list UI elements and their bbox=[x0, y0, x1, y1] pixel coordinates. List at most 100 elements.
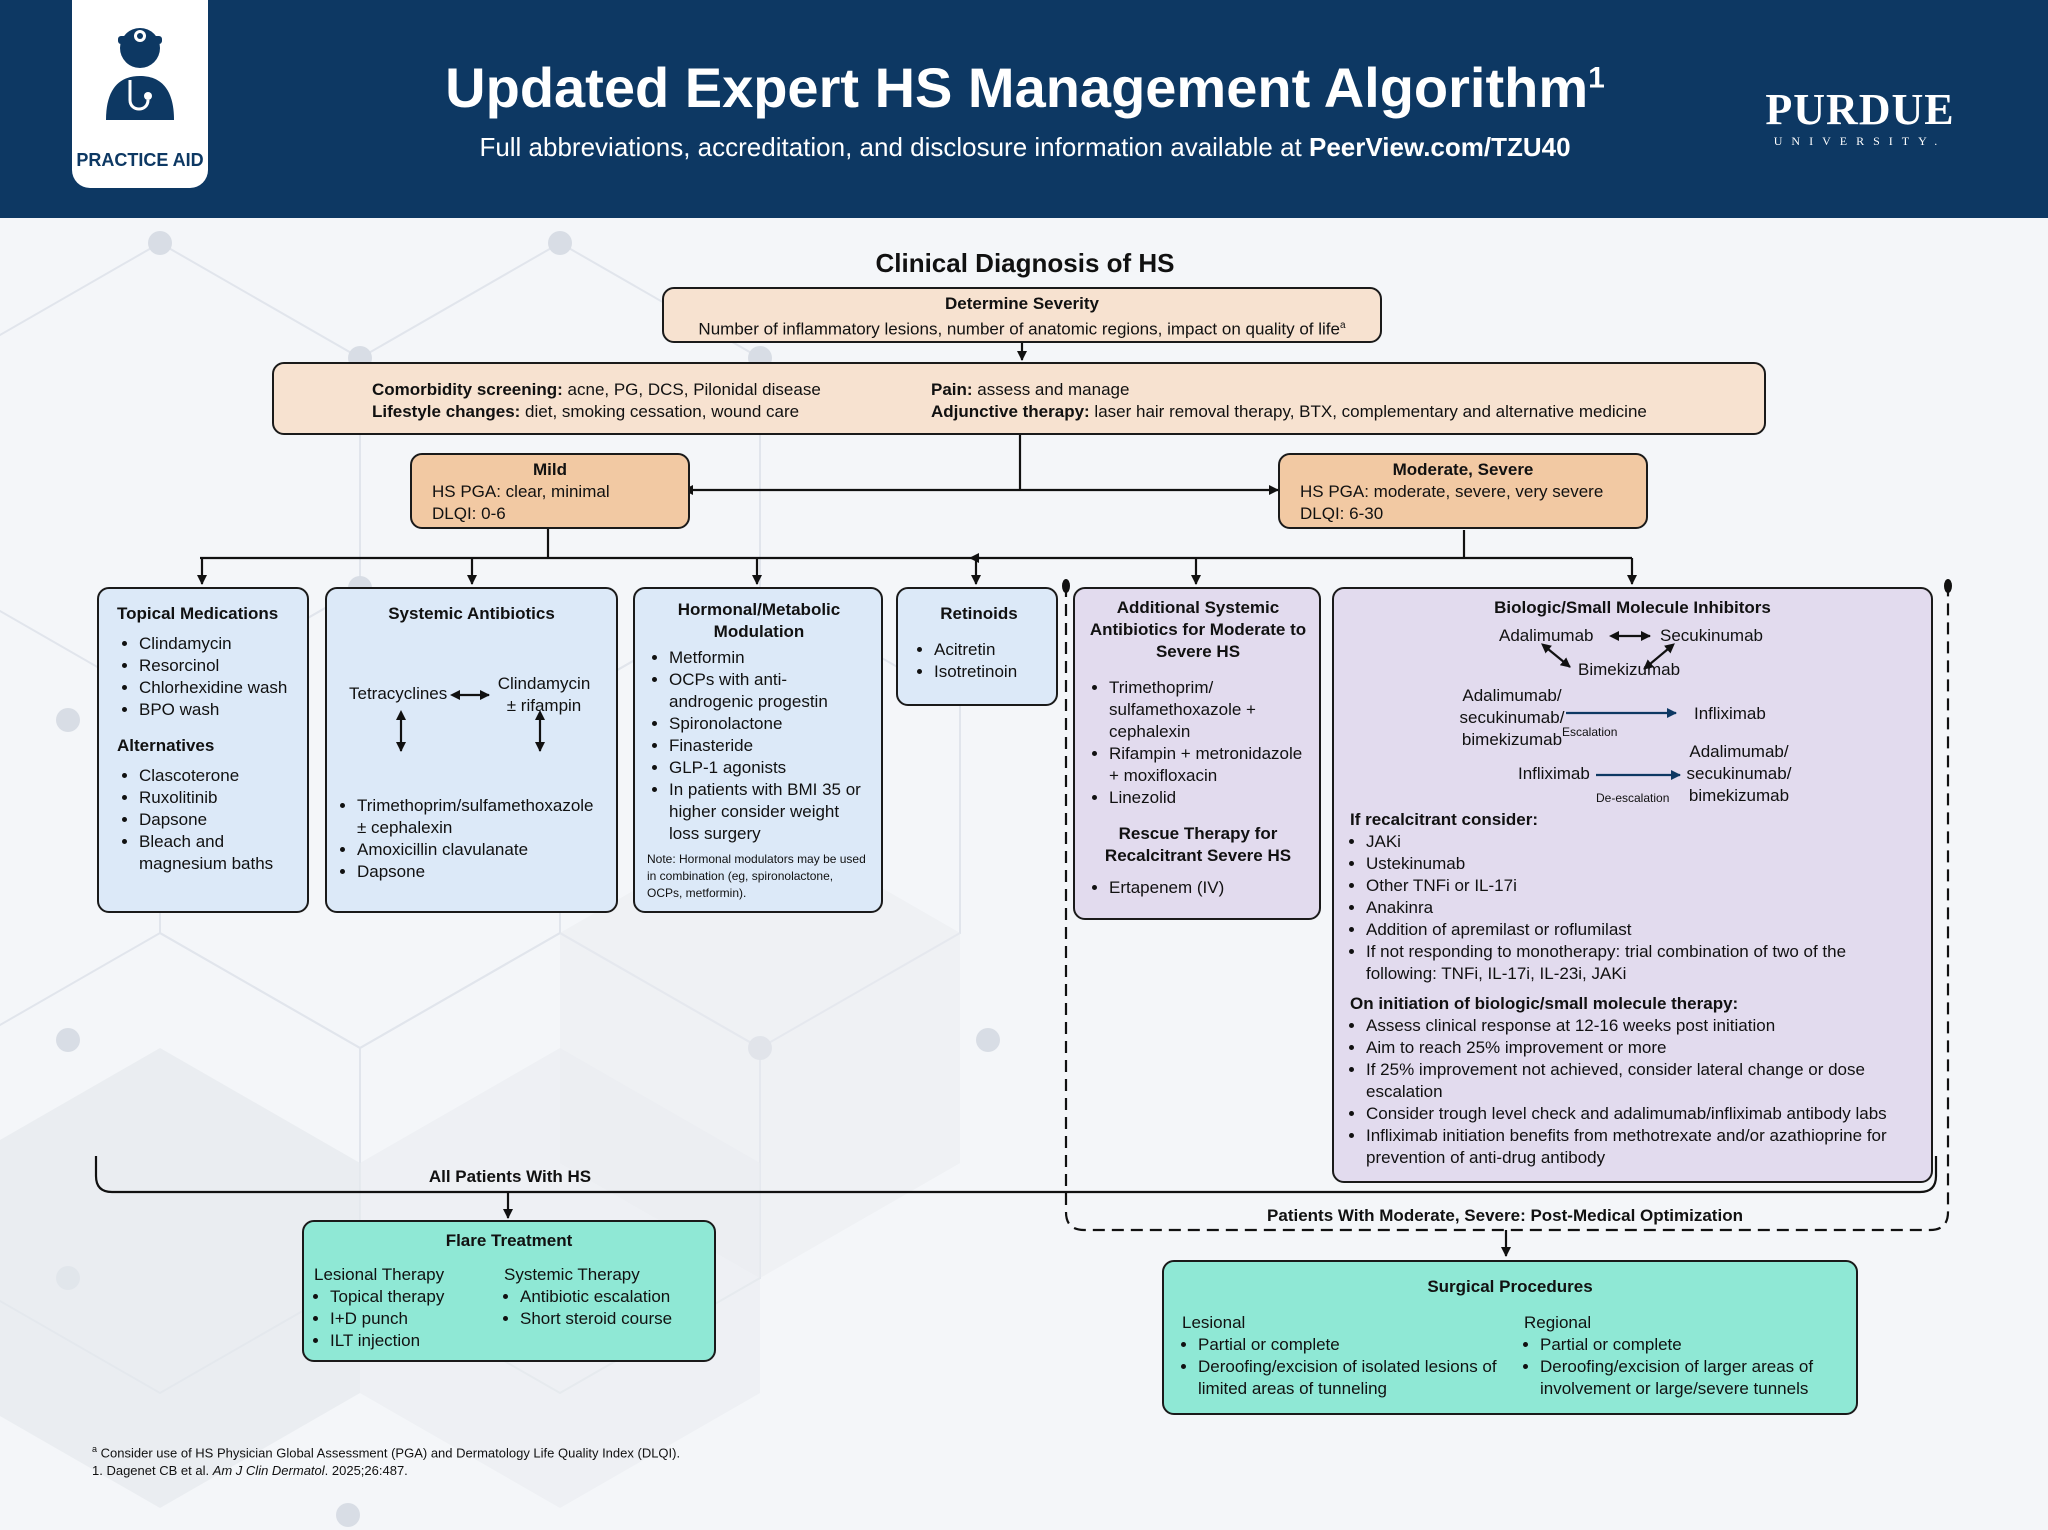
adjunctive-line: Adjunctive therapy: laser hair removal t… bbox=[931, 402, 1647, 421]
list-item: Resorcinol bbox=[139, 655, 299, 677]
surgical-regional: Regional Partial or complete Deroofing/e… bbox=[1524, 1312, 1844, 1400]
deescalation-label: De-escalation bbox=[1596, 791, 1670, 805]
post-medical-label: Patients With Moderate, Severe: Post-Med… bbox=[1220, 1206, 1790, 1226]
recalcitrant-list: JAKi Ustekinumab Other TNFi or IL-17i An… bbox=[1350, 831, 1920, 985]
modsev-title: Moderate, Severe bbox=[1392, 460, 1534, 479]
list-item: Other TNFi or IL-17i bbox=[1366, 875, 1920, 897]
biologic-inhibitors-box: Biologic/Small Molecule Inhibitors Adali… bbox=[1332, 587, 1933, 1183]
topical-list: Clindamycin Resorcinol Chlorhexidine was… bbox=[117, 633, 299, 721]
list-item: Clascoterone bbox=[139, 765, 299, 787]
flare-title: Flare Treatment bbox=[445, 1231, 573, 1250]
list-item: Spironolactone bbox=[669, 713, 871, 735]
title-reference: 1 bbox=[1588, 61, 1605, 95]
peerview-link[interactable]: PeerView.com/TZU40 bbox=[1309, 132, 1571, 162]
practice-aid-badge: PRACTICE AID bbox=[72, 0, 208, 188]
page-title: Updated Expert HS Management Algorithm1 bbox=[300, 55, 1750, 120]
list-item: Isotretinoin bbox=[934, 661, 1046, 683]
systemic-antibiotics-box: Systemic Antibiotics Tetracyclines Clind… bbox=[325, 587, 618, 913]
severity-text: Number of inflammatory lesions, number o… bbox=[698, 319, 1346, 339]
surgical-lesional-list: Partial or complete Deroofing/excision o… bbox=[1182, 1334, 1502, 1400]
determine-severity-box: Determine Severity Number of inflammator… bbox=[662, 287, 1382, 343]
surgical-procedures-box: Surgical Procedures Lesional Partial or … bbox=[1162, 1260, 1858, 1415]
biologic-switch-arrows bbox=[1541, 631, 1681, 780]
footnote-a: a Consider use of HS Physician Global As… bbox=[92, 1444, 681, 1461]
topical-medications-box: Topical Medications Clindamycin Resorcin… bbox=[97, 587, 309, 913]
secukinumab-label: Secukinumab bbox=[1660, 626, 1764, 645]
additional-list: Trimethoprim/ sulfamethoxazole + cephale… bbox=[1087, 677, 1309, 809]
flare-lesional: Lesional Therapy Topical therapy I+D pun… bbox=[314, 1264, 494, 1352]
list-item: Clindamycin bbox=[139, 633, 299, 655]
surgical-regional-title: Regional bbox=[1524, 1313, 1592, 1332]
retinoids-list: Acitretin Isotretinoin bbox=[912, 639, 1046, 683]
biologic-title: Biologic/Small Molecule Inhibitors bbox=[1494, 598, 1771, 617]
surgical-title: Surgical Procedures bbox=[1427, 1277, 1593, 1296]
list-item: Ertapenem (IV) bbox=[1109, 877, 1309, 899]
list-item: In patients with BMI 35 or higher consid… bbox=[669, 779, 871, 845]
list-item: Trimethoprim/ sulfamethoxazole + cephale… bbox=[1109, 677, 1309, 743]
list-item: Deroofing/excision of larger areas of in… bbox=[1540, 1356, 1844, 1400]
list-item: Dapsone bbox=[357, 861, 605, 883]
list-item: Assess clinical response at 12-16 weeks … bbox=[1366, 1015, 1920, 1037]
alternatives-list: Clascoterone Ruxolitinib Dapsone Bleach … bbox=[117, 765, 299, 875]
infliximab-label: Infliximab bbox=[1694, 704, 1766, 723]
screening-box: Comorbidity screening: acne, PG, DCS, Pi… bbox=[272, 362, 1766, 435]
list-item: I+D punch bbox=[330, 1308, 494, 1330]
moderate-severe-box: Moderate, Severe HS PGA: moderate, sever… bbox=[1278, 453, 1648, 529]
list-item: Antibiotic escalation bbox=[520, 1286, 704, 1308]
tetracyclines-label: Tetracyclines bbox=[349, 684, 448, 703]
modsev-dlqi: DLQI: 6-30 bbox=[1300, 504, 1384, 523]
list-item: Anakinra bbox=[1366, 897, 1920, 919]
systemic-title: Systemic Antibiotics bbox=[388, 604, 555, 623]
list-item: Amoxicillin clavulanate bbox=[357, 839, 605, 861]
alternatives-title: Alternatives bbox=[117, 736, 215, 755]
retinoids-box: Retinoids Acitretin Isotretinoin bbox=[896, 587, 1058, 706]
list-item: Ustekinumab bbox=[1366, 853, 1920, 875]
list-item: Trimethoprim/sulfamethoxazole ± cephalex… bbox=[357, 795, 605, 839]
antibiotic-switch-arrows bbox=[396, 690, 545, 752]
systemic-therapy-title: Systemic Therapy bbox=[504, 1265, 640, 1284]
list-item: Dapsone bbox=[139, 809, 299, 831]
biologic-target-label: Adalimumab/ secukinumab/ bimekizumab bbox=[1686, 742, 1792, 805]
infliximab-source-label: Infliximab bbox=[1518, 764, 1590, 783]
list-item: If not responding to monotherapy: trial … bbox=[1366, 941, 1920, 985]
subtitle-text: Full abbreviations, accreditation, and d… bbox=[479, 132, 1309, 162]
logo-name: PURDUE bbox=[1765, 85, 1955, 134]
systemic-list: Trimethoprim/sulfamethoxazole ± cephalex… bbox=[335, 795, 605, 883]
list-item: Partial or complete bbox=[1540, 1334, 1844, 1356]
list-item: Metformin bbox=[669, 647, 871, 669]
severity-title: Determine Severity bbox=[944, 294, 1100, 313]
recalcitrant-title: If recalcitrant consider: bbox=[1350, 810, 1539, 829]
pain-line: Pain: assess and manage bbox=[931, 380, 1130, 399]
list-item: If 25% improvement not achieved, conside… bbox=[1366, 1059, 1920, 1103]
comorbidity-line: Comorbidity screening: acne, PG, DCS, Pi… bbox=[372, 380, 821, 399]
lesional-therapy-list: Topical therapy I+D punch ILT injection bbox=[314, 1286, 494, 1352]
logo-subtitle: UNIVERSITY. bbox=[1773, 134, 1947, 148]
hormonal-list: Metformin OCPs with anti-androgenic prog… bbox=[647, 647, 871, 845]
list-item: JAKi bbox=[1366, 831, 1920, 853]
hormonal-metabolic-box: Hormonal/Metabolic Modulation Metformin … bbox=[633, 587, 883, 913]
list-item: BPO wash bbox=[139, 699, 299, 721]
lifestyle-line: Lifestyle changes: diet, smoking cessati… bbox=[372, 402, 800, 421]
additional-title: Additional Systemic Antibiotics for Mode… bbox=[1089, 598, 1307, 661]
systemic-therapy-list: Antibiotic escalation Short steroid cour… bbox=[504, 1286, 704, 1330]
rescue-title: Rescue Therapy for Recalcitrant Severe H… bbox=[1104, 824, 1292, 865]
list-item: Infliximab initiation benefits from meth… bbox=[1366, 1125, 1920, 1169]
surgical-lesional: Lesional Partial or complete Deroofing/e… bbox=[1182, 1312, 1502, 1400]
initiation-title: On initiation of biologic/small molecule… bbox=[1350, 994, 1739, 1013]
mild-title: Mild bbox=[533, 460, 567, 479]
list-item: Chlorhexidine wash bbox=[139, 677, 299, 699]
clindamycin-label: Clindamycin ± rifampin bbox=[497, 674, 591, 715]
hormonal-note: Note: Hormonal modulators may be used in… bbox=[647, 852, 866, 900]
surgical-lesional-title: Lesional bbox=[1182, 1313, 1246, 1332]
biologic-group-label: Adalimumab/ secukinumab/ bimekizumab bbox=[1459, 686, 1565, 749]
list-item: Short steroid course bbox=[520, 1308, 704, 1330]
list-item: Consider trough level check and adalimum… bbox=[1366, 1103, 1920, 1125]
purdue-logo: PURDUE UNIVERSITY. bbox=[1740, 88, 1980, 149]
list-item: Finasteride bbox=[669, 735, 871, 757]
list-item: Linezolid bbox=[1109, 787, 1309, 809]
doctor-stethoscope-icon bbox=[106, 28, 174, 120]
list-item: Deroofing/excision of isolated lesions o… bbox=[1198, 1356, 1502, 1400]
list-item: Ruxolitinib bbox=[139, 787, 299, 809]
surgical-regional-list: Partial or complete Deroofing/excision o… bbox=[1524, 1334, 1844, 1400]
